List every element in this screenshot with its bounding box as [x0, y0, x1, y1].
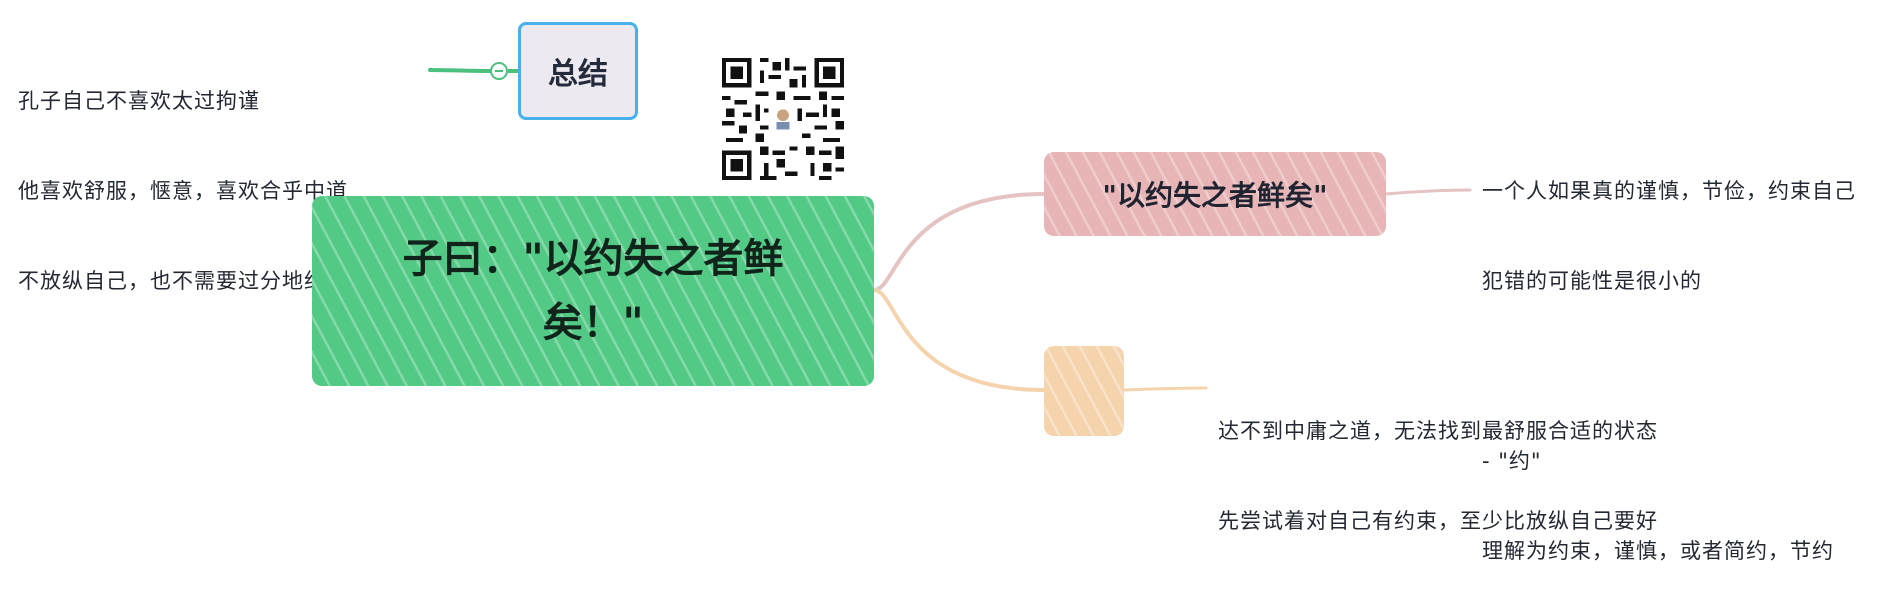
summary-note-line: 孔子自己不喜欢太过拘谨	[18, 89, 260, 113]
central-topic[interactable]: 子曰："以约失之者鲜 矣！"	[312, 196, 874, 386]
main-topic-empty[interactable]	[1044, 346, 1124, 436]
main-topic-label: "以约失之者鲜矣"	[1102, 179, 1328, 212]
summary-label: 总结	[548, 57, 608, 92]
connector-lines	[428, 68, 1472, 392]
branch-note-line: 犯错的可能性是很小的	[1482, 269, 1702, 293]
branch-note-line: 一个人如果真的谨慎，节俭，约束自己	[1482, 179, 1856, 203]
collapse-icon[interactable]	[490, 62, 508, 80]
summary-topic[interactable]: 总结	[518, 22, 638, 120]
summary-note-line: 他喜欢舒服，惬意，喜欢合乎中道	[18, 179, 348, 203]
central-topic-line: 子曰："以约失之者鲜	[402, 236, 784, 282]
branch-note-line: 达不到中庸之道，无法找到最舒服合适的状态	[1218, 419, 1658, 443]
qr-code-icon	[722, 58, 844, 180]
main-topic-yue[interactable]: "以约失之者鲜矣"	[1044, 152, 1386, 236]
central-topic-line: 矣！"	[542, 300, 644, 346]
branch-note-zhongyong: 达不到中庸之道，无法找到最舒服合适的状态 先尝试着对自己有约束，至少比放纵自己要…	[1218, 356, 1658, 566]
branch-note-line: 先尝试着对自己有约束，至少比放纵自己要好	[1218, 509, 1658, 533]
